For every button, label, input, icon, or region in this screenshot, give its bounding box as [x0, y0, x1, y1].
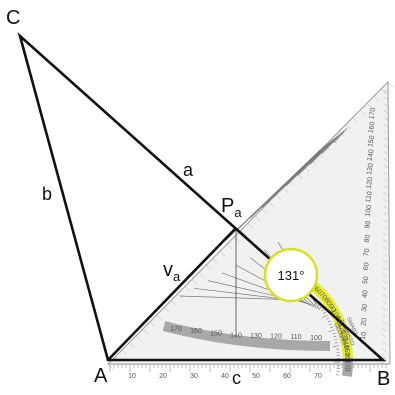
edge-scale-label: 20	[360, 317, 368, 326]
edge-scale-label: 60	[363, 262, 371, 271]
vertex-a-label: A	[94, 365, 108, 387]
ruler-label: 40	[221, 373, 229, 380]
edge-scale-label: 50	[362, 276, 370, 285]
lower-scale-label: 140	[230, 333, 242, 340]
altitude-letter: v	[163, 259, 173, 281]
ruler-label: 70	[314, 373, 322, 380]
ruler-label: 30	[190, 373, 198, 380]
side-c-label: c	[232, 368, 241, 388]
foot-point-subscript: a	[234, 205, 242, 220]
lower-scale-label: 110	[290, 334, 301, 341]
edge-scale-label: 40	[361, 290, 369, 299]
edge-scale-label: 80	[364, 234, 372, 243]
foot-point-label: Pa	[221, 195, 242, 220]
lower-scale-label: 100	[310, 335, 322, 342]
set-square-protractor: 10 20 30 40 50 60 70 80 90 100 110 120 130 140 150 160 1…	[108, 82, 393, 380]
edge-scale-label: 70	[363, 248, 371, 257]
angle-value: 131°	[278, 268, 305, 283]
edge-hatch-mark	[388, 82, 393, 87]
lower-scale-label: 160	[190, 328, 202, 335]
edge-scale-label: 90	[364, 220, 372, 229]
foot-point-letter: P	[221, 195, 234, 217]
angle-readout: 131°	[265, 249, 317, 301]
lower-scale-label: 150	[210, 330, 222, 337]
ruler-label: 10	[128, 373, 136, 380]
lower-scale-label: 130	[250, 333, 262, 340]
ruler-label: 50	[252, 373, 260, 380]
side-b-label: b	[42, 184, 52, 204]
vertex-c-label: C	[6, 7, 20, 29]
side-a-label: a	[183, 160, 194, 180]
ruler-label: 20	[159, 373, 167, 380]
ruler-label: 60	[283, 373, 291, 380]
edge-hatch-mark	[108, 364, 113, 369]
altitude-label: va	[163, 259, 181, 284]
lower-scale-label: 120	[270, 334, 282, 341]
inner-scale-label: 170	[343, 360, 350, 372]
altitude-subscript: a	[173, 269, 181, 284]
lower-scale-label: 170	[170, 326, 182, 333]
edge-scale-label: 30	[361, 304, 369, 313]
vertex-b-label: B	[377, 368, 390, 390]
